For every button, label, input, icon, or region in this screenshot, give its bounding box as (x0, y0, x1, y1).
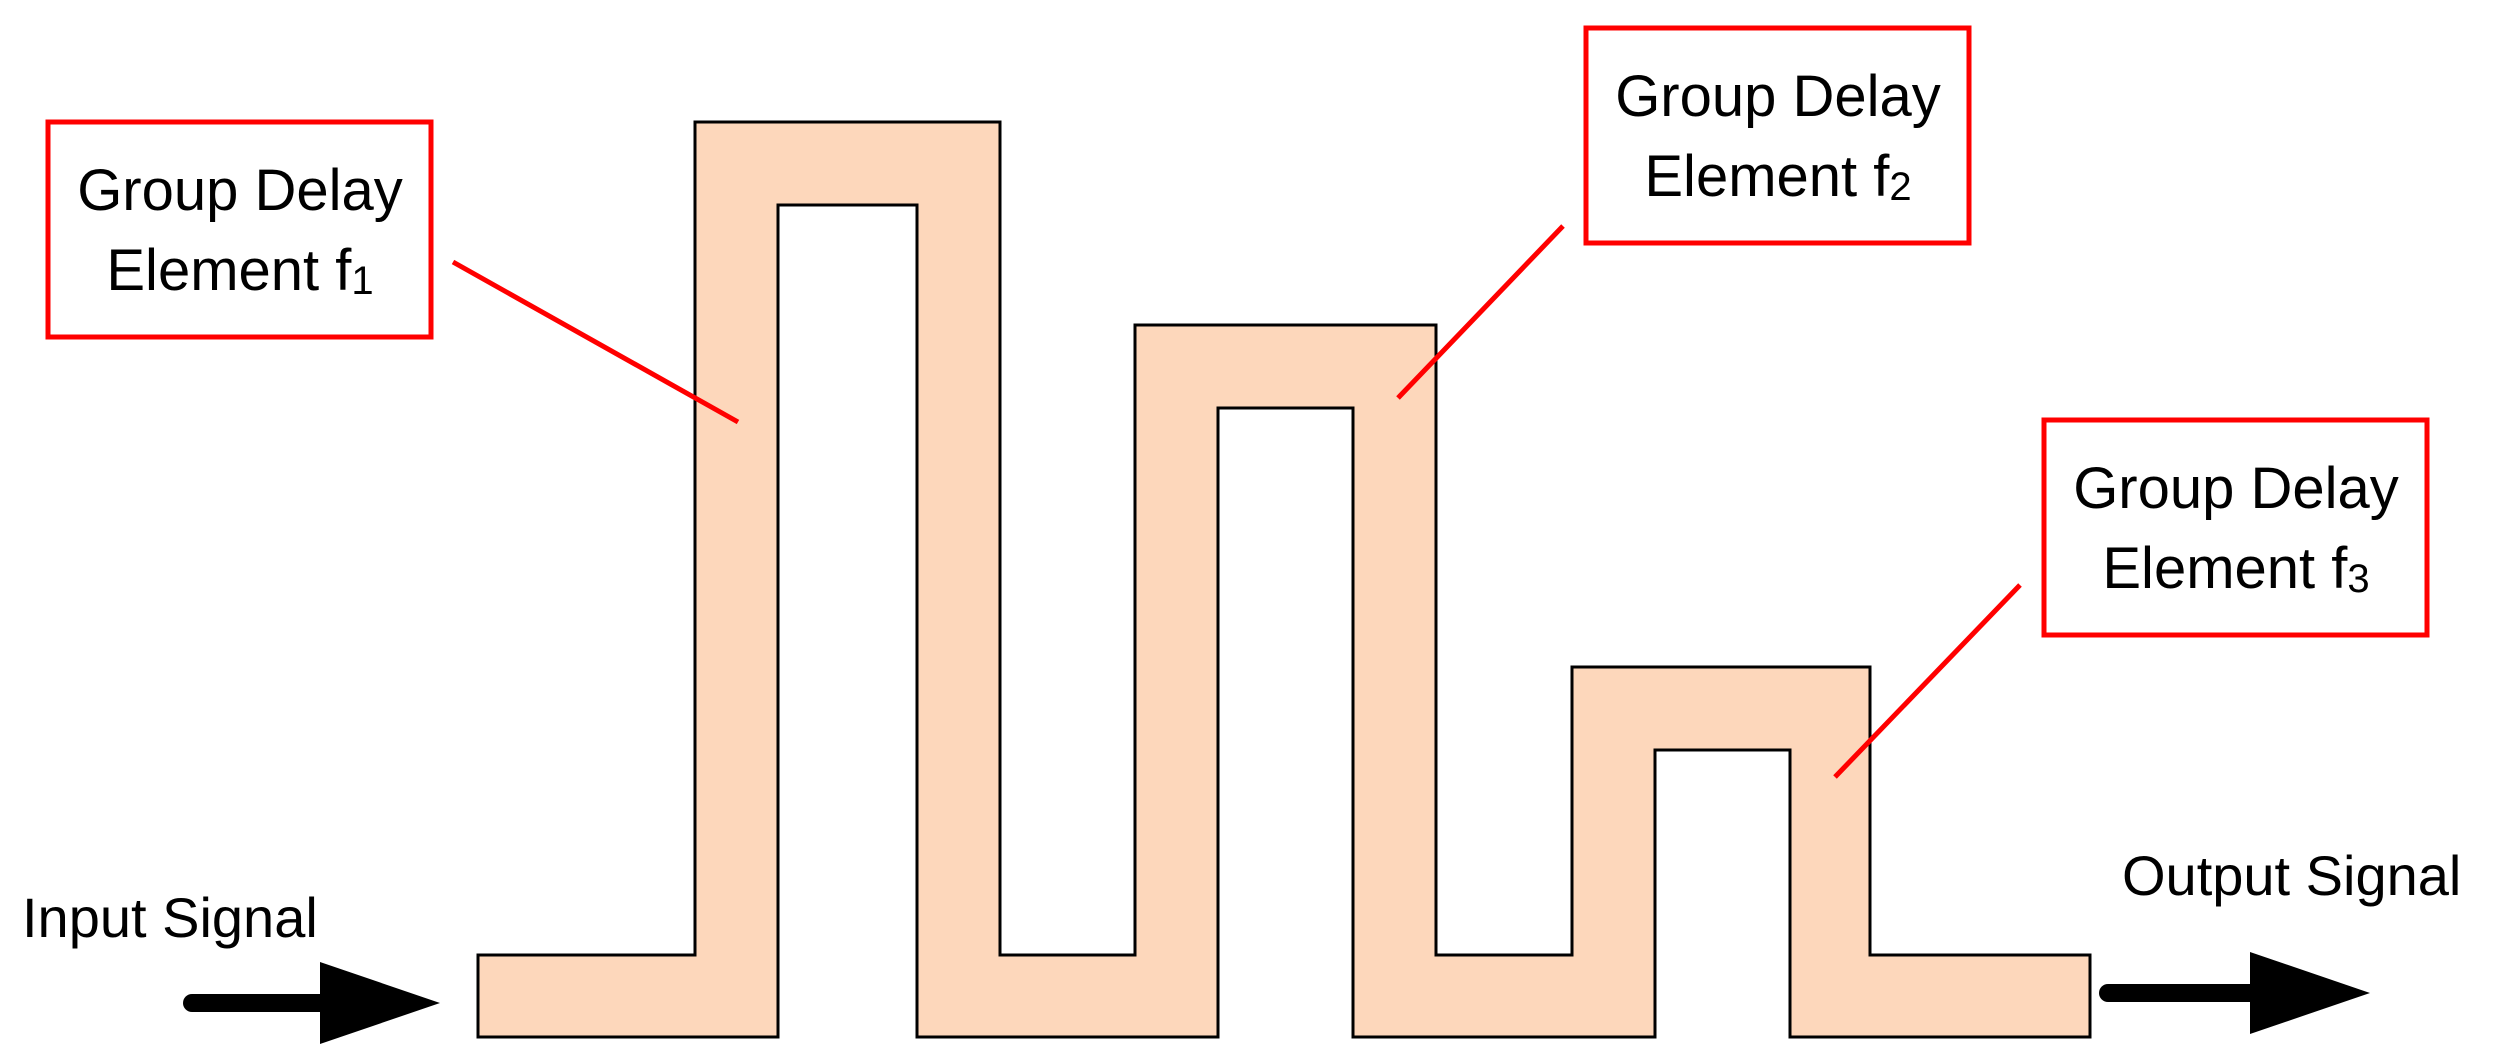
callout-element-f3: Group Delay Element f3 (1833, 417, 2430, 779)
output-arrow (2099, 952, 2370, 1034)
callout-line2: Element f2 (1644, 144, 1911, 209)
output-signal-label: Output Signal (2122, 844, 2461, 907)
subscript: 2 (1889, 165, 1911, 209)
subscript: 3 (2347, 557, 2369, 601)
callout-element-f1: Group Delay Element f1 (45, 119, 740, 425)
callout-line1: Group Delay (2073, 456, 2399, 521)
callout-line1: Group Delay (1615, 64, 1941, 129)
callout-box (2041, 417, 2430, 638)
waveguide-path (476, 120, 2092, 1039)
callout-leader-line (451, 259, 740, 425)
callout-leader-line (1396, 224, 1565, 400)
callout-line2: Element f1 (106, 238, 373, 303)
callout-box (1583, 25, 1972, 246)
callout-element-f2: Group Delay Element f2 (1396, 25, 1972, 400)
input-arrow (183, 962, 440, 1044)
callout-box (45, 119, 434, 340)
callout-line2: Element f3 (2102, 536, 2369, 601)
callout-line1: Group Delay (77, 158, 403, 223)
callout-leader-line (1833, 583, 2022, 779)
input-signal-label: Input Signal (22, 886, 318, 949)
subscript: 1 (351, 259, 373, 303)
